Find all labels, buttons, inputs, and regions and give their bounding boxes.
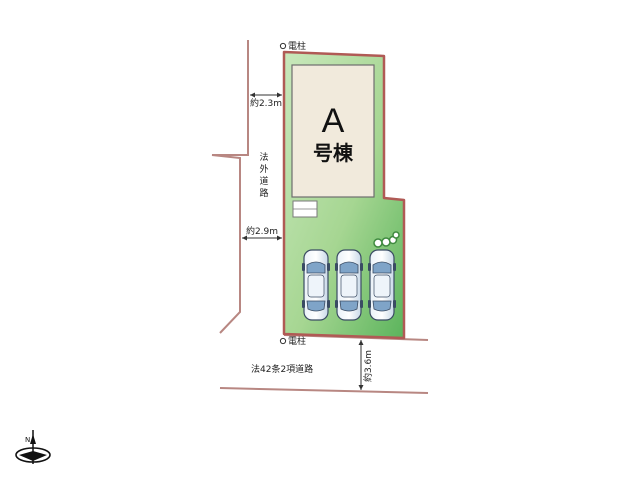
measure-west-top: 約2.3m xyxy=(250,92,282,109)
measure-west-mid-label: 約2.9m xyxy=(246,225,278,237)
utility-pole-top: 電柱 xyxy=(279,40,306,52)
west-road-char: 路 xyxy=(259,187,268,199)
measure-west-mid: 約2.9m xyxy=(242,225,282,241)
west-road-char: 外 xyxy=(259,163,268,175)
building-a xyxy=(291,64,375,198)
building-label: 号棟 xyxy=(313,141,354,165)
parking-car-3 xyxy=(367,249,397,321)
measure-south-road: 約3.6m xyxy=(358,340,374,390)
west-road-edge xyxy=(211,40,249,334)
west-road-char: 道 xyxy=(259,175,268,187)
measure-west-top-label: 約2.3m xyxy=(250,97,282,109)
parking-car-1 xyxy=(301,249,331,321)
measure-south-road-label: 約3.6m xyxy=(362,350,374,382)
utility-pole-bottom: 電柱 xyxy=(279,335,306,347)
building-letter: A xyxy=(322,102,345,140)
parking-car-2 xyxy=(334,249,364,321)
south-road-label: 法42条2項道路 xyxy=(251,363,313,375)
pole-marker-icon xyxy=(279,337,287,345)
north-arrow-icon: N xyxy=(15,430,51,464)
shrubs xyxy=(373,231,400,248)
west-road-label: 法 外 道 路 xyxy=(259,151,268,199)
pole-marker-icon xyxy=(279,42,287,50)
north-label: N xyxy=(25,436,30,444)
south-road-lower-edge xyxy=(219,387,429,394)
west-road-char: 法 xyxy=(259,151,268,163)
parking-spaces xyxy=(301,249,397,321)
utility-pole-bottom-label: 電柱 xyxy=(288,335,306,347)
utility-pole-top-label: 電柱 xyxy=(288,40,306,52)
